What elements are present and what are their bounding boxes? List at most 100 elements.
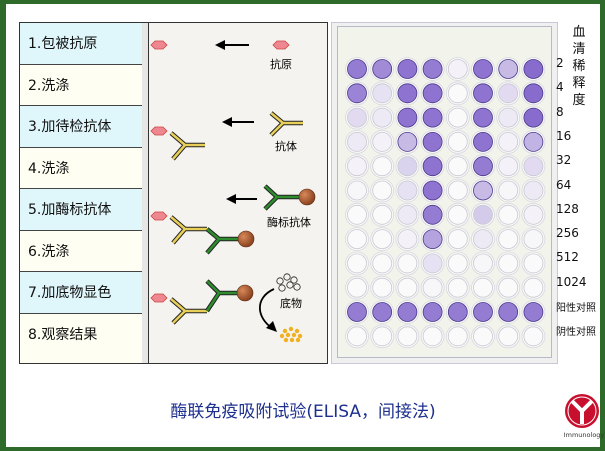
plate-well [347,204,367,225]
plate-well [498,132,519,152]
dilution-header-char: 度 [572,93,586,108]
plate-well [397,59,418,79]
plate-well [473,132,493,152]
plate-well [347,156,367,177]
plate-well [347,229,367,250]
plate-well [498,253,519,274]
plate-well [372,132,393,152]
substrate-label: 底物 [280,296,302,310]
plate-well [422,229,443,250]
plate-well [372,83,393,104]
plate-well [498,156,519,177]
plate-well [422,302,443,322]
plate-well [422,83,443,104]
step-item: 8.观察结果 [28,327,98,344]
plate-well [523,156,544,177]
step-item: 3.加待检抗体 [20,106,142,148]
plate-well [397,83,418,104]
plate-well [397,326,418,347]
dilution-header-char: 清 [572,42,586,57]
plate-well [347,59,367,79]
substrate-icon [276,273,301,292]
step-item: 5.加酶标抗体 [20,189,142,231]
logo-text: Immunology [563,431,605,439]
antigen-icon [150,40,168,50]
row-label: 8 [556,104,564,119]
plate-well [447,132,468,152]
dilution-header-char: 血 [572,25,586,40]
antigen-icon [272,40,290,50]
enzyme-antibody-label: 酶标抗体 [267,215,311,229]
row-label: 2 [556,56,564,70]
plate-well [397,204,418,225]
plate-well [372,156,393,177]
elisa-diagram: 抗原 抗体 酶标抗体 [148,22,328,364]
plate-well [473,83,493,104]
plate-well [372,229,393,250]
plate-well [422,107,443,128]
arrow-head [266,321,277,332]
plate-well [447,107,468,128]
row-label: 阴性对照 [556,327,596,339]
antigen-icon [150,211,168,221]
elisa-plate [337,26,552,358]
plate-well [498,204,519,225]
plate-well [473,277,493,298]
plate-well [447,253,468,274]
plate-well [498,302,519,322]
plate-well [498,83,519,104]
plate-well [422,326,443,347]
plate-well [473,326,493,347]
row-label: 阳性对照 [556,303,596,314]
plate-well [422,253,443,274]
plate-well [372,277,393,298]
dilution-header-char: 稀 [572,59,586,74]
product-icon [279,326,303,343]
plate-well [498,229,519,250]
plate-well [422,156,443,177]
row-label: 64 [556,177,572,192]
plate-well [447,302,468,322]
step-item: 7.加底物显色 [20,272,142,314]
plate-well [447,204,468,225]
plate-well [523,253,544,274]
plate-well [473,204,493,225]
plate-well [347,180,367,201]
plate-well [523,277,544,298]
plate-well [447,156,468,177]
plate-well [498,180,519,201]
step-item: 2.洗涤 [20,65,142,106]
arrow-head [226,194,236,204]
row-label: 512 [556,250,579,265]
reaction-arrow-icon [258,288,275,329]
plate-well [422,132,443,152]
plate-well [397,229,418,250]
plate-well [422,277,443,298]
enzyme-antibody-icon [263,184,316,211]
immunology-logo: Immunology [562,391,605,446]
plate-well [523,107,544,128]
plate-well [498,107,519,128]
plate-well [498,277,519,298]
plate-well [347,107,367,128]
plate-well [347,83,367,104]
dilution-header-char: 释 [572,76,586,91]
antigen-icon [150,293,168,303]
plate-well [523,229,544,250]
antibody-label: 抗体 [275,139,297,153]
plate-well [372,59,393,79]
plate-well [447,229,468,250]
plate-well [473,156,493,177]
row-label: 16 [556,128,572,143]
plate-well [397,107,418,128]
plate-well [447,83,468,104]
plate-well [473,180,493,201]
plate-well [397,156,418,177]
plate-well [397,132,418,152]
plate-well [473,59,493,79]
plate-well [447,180,468,201]
plate-well [372,180,393,201]
dilution-header: 血清稀释度 [571,24,587,109]
row-label: 256 [556,226,579,241]
